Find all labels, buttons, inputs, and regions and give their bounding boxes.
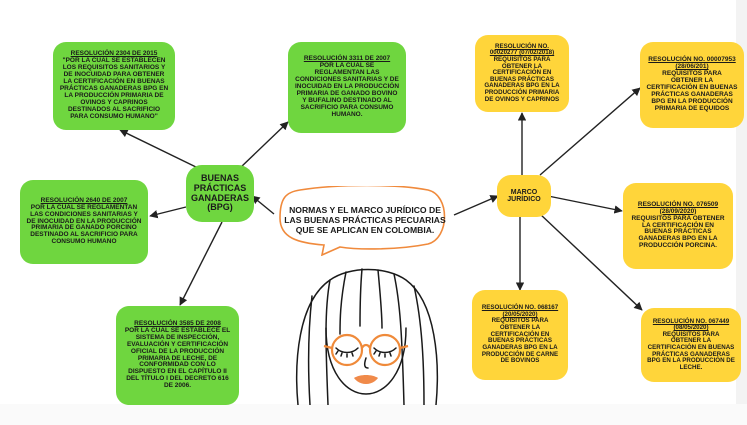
node-res-3311: RESOLUCIÓN 3311 DE 2007 POR LA CUAL SE R… [288, 42, 406, 133]
node-text: POR LA CUAL SE REGLAMENTAN LAS CONDICION… [26, 203, 142, 246]
arrow-bpg-to-res2640 [149, 206, 187, 219]
node-heading: RESOLUCIÓN 3585 DE 2008 [134, 319, 221, 327]
girl-illustration [296, 268, 438, 405]
node-heading: RESOLUCIÓN NO. 00020277 (07/02/2018) [489, 42, 555, 57]
hub-marco-juridico: MARCO JURÍDICO [497, 175, 551, 217]
node-text: REQUISITOS PARA OBTENER LA CERTIFICACIÓN… [481, 317, 559, 365]
node-res-3585: RESOLUCIÓN 3585 DE 2008 POR LA CUAL SE E… [116, 306, 239, 405]
node-text: REQUISITOS PARA OBTENER LA CERTIFICACIÓN… [631, 214, 725, 250]
hub-buenas-practicas-ganaderas: BUENAS PRÁCTICAS GANADERAS (BPG) [186, 165, 254, 222]
arrow-bpg-to-res3311 [239, 121, 289, 169]
speech-bubble [279, 186, 446, 256]
arrow-center-to-bpg [251, 195, 275, 215]
arrow-marco-to-res076509 [547, 195, 623, 214]
node-text: POR LA CUAL SE ESTABLECE EL SISTEMA DE I… [124, 326, 231, 390]
node-heading: RESOLUCIÓN NO. 068167 (20/05/2020) [481, 304, 559, 318]
node-heading: RESOLUCIÓN NO. 076509 (28/09/2020) [637, 200, 719, 215]
arrow-bpg-to-res3585 [179, 221, 223, 306]
arrow-bpg-to-res2304 [119, 129, 199, 169]
node-text: REQUISITOS PARA OBTENER LA CERTIFICACIÓN… [646, 70, 738, 112]
node-text: REQUISITOS PARA OBTENER LA CERTIFICACIÓN… [647, 330, 735, 371]
node-heading: RESOLUCIÓN 2640 DE 2007 [40, 196, 128, 204]
node-res-068167: RESOLUCIÓN NO. 068167 (20/05/2020) REQUI… [472, 290, 568, 380]
right-scroll-edge [736, 0, 747, 425]
node-heading: RESOLUCIÓN NO. 067449 (08/05/2020) [652, 317, 730, 332]
node-text: POR LA CUAL SE REGLAMENTAN LAS CONDICION… [294, 62, 400, 118]
node-heading: RESOLUCIÓN 3311 DE 2007 [303, 55, 391, 63]
node-heading: RESOLUCIÓN NO. 00007953 (28/06/201) [648, 56, 736, 71]
arrow-marco-to-res067449 [539, 213, 643, 311]
node-res-067449: RESOLUCIÓN NO. 067449 (08/05/2020) REQUI… [641, 308, 741, 382]
node-res-00020277: RESOLUCIÓN NO. 00020277 (07/02/2018) REQ… [475, 35, 569, 112]
node-res-00007953: RESOLUCIÓN NO. 00007953 (28/06/201) REQU… [640, 42, 744, 128]
node-text: "POR LA CUAL SE ESTABLECEN LOS REQUISITO… [59, 57, 169, 120]
bottom-edge [0, 404, 747, 425]
arrow-center-to-marco [453, 195, 499, 216]
hub-label: BUENAS PRÁCTICAS GANADERAS (BPG) [191, 173, 250, 213]
arrow-marco-to-res7953 [539, 87, 641, 176]
hub-label: MARCO JURÍDICO [507, 188, 541, 203]
node-res-2304: RESOLUCIÓN 2304 DE 2015 "POR LA CUAL SE … [53, 42, 175, 130]
center-title: NORMAS Y EL MARCO JURÍDICO DE LAS BUENAS… [284, 205, 446, 236]
node-res-2640: RESOLUCIÓN 2640 DE 2007 POR LA CUAL SE R… [20, 180, 148, 264]
node-res-076509: RESOLUCIÓN NO. 076509 (28/09/2020) REQUI… [623, 183, 733, 269]
node-text: REQUISITOS PARA OBTENER LA CERTIFICACIÓN… [484, 55, 560, 103]
node-heading: RESOLUCIÓN 2304 DE 2015 [70, 50, 158, 58]
